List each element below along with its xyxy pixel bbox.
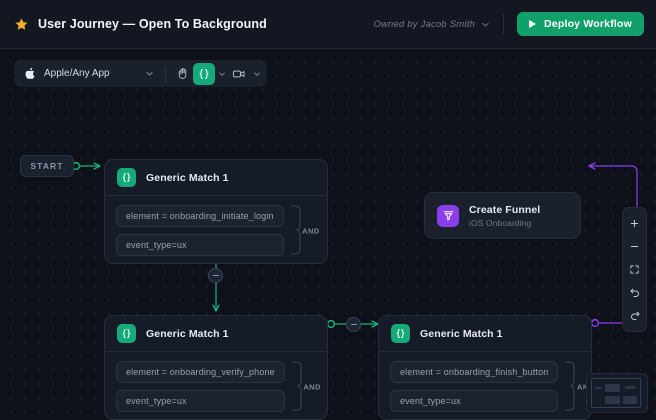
undo-button[interactable] <box>624 282 645 303</box>
minimap-node <box>605 396 620 404</box>
node-title: Generic Match 1 <box>146 327 229 340</box>
start-node-label: START <box>30 161 64 171</box>
port-node3-out <box>590 318 600 328</box>
hand-icon <box>178 68 186 79</box>
video-camera-icon <box>232 70 245 77</box>
node-title: Create Funnel <box>469 203 541 216</box>
operator-group: AND <box>564 361 591 412</box>
app-header: User Journey — Open To Background Owned … <box>0 0 656 49</box>
node-generic-match-2[interactable]: Generic Match 1 element = onboarding_ver… <box>104 315 328 420</box>
funnel-node-text: Create Funnel iOS Onboarding <box>469 204 540 228</box>
plus-icon <box>630 219 639 228</box>
and-brace-icon <box>290 205 301 255</box>
hand-tool-button[interactable] <box>171 63 193 85</box>
owner-label: Owned by Jacob Smith <box>373 18 476 30</box>
operator-label: AND <box>302 226 320 235</box>
deploy-workflow-button[interactable]: Deploy Workflow <box>517 12 644 36</box>
node-title: Generic Match 1 <box>420 327 503 340</box>
edge-collapse-button[interactable] <box>208 268 223 283</box>
minimap[interactable] <box>586 373 648 413</box>
video-tool-chevron[interactable] <box>250 63 263 85</box>
funnel-icon <box>437 204 459 227</box>
deploy-workflow-label: Deploy Workflow <box>544 18 632 30</box>
and-brace-icon <box>291 361 302 411</box>
minimap-node <box>605 384 620 392</box>
condition-pill[interactable]: element = onboarding_verify_phone <box>116 361 285 383</box>
header-divider <box>503 13 505 35</box>
curly-braces-icon <box>391 324 410 343</box>
condition-list: element = onboarding_initiate_login even… <box>116 205 284 256</box>
chevron-down-icon[interactable] <box>481 20 490 29</box>
header-right-group: Owned by Jacob Smith Deploy Workflow <box>373 12 644 36</box>
fit-to-screen-icon <box>630 265 639 274</box>
code-tool-chevron[interactable] <box>215 63 228 85</box>
node-title: Generic Match 1 <box>146 171 229 184</box>
minus-icon <box>630 246 639 247</box>
node-body: element = onboarding_finish_button event… <box>379 352 591 419</box>
chevron-down-icon <box>146 71 153 76</box>
and-brace-icon <box>565 361 576 411</box>
curly-braces-icon <box>117 324 136 343</box>
minimap-node <box>625 386 636 389</box>
star-icon[interactable] <box>14 17 29 32</box>
condition-pill[interactable]: element = onboarding_initiate_login <box>116 205 284 227</box>
node-body: element = onboarding_verify_phone event_… <box>105 352 327 419</box>
node-header: Generic Match 1 <box>105 160 327 196</box>
node-body: element = onboarding_initiate_login even… <box>105 196 327 263</box>
condition-pill[interactable]: event_type=ux <box>390 390 559 412</box>
edge-collapse-button[interactable] <box>346 317 361 332</box>
minus-icon <box>212 274 219 277</box>
redo-arrow-icon <box>630 311 639 320</box>
minimap-node <box>623 396 637 404</box>
curly-braces-icon <box>199 68 209 79</box>
app-selector-dropdown[interactable]: Apple/Any App <box>18 62 160 85</box>
canvas-toolbar: Apple/Any App <box>14 60 267 87</box>
chevron-down-icon <box>218 72 225 76</box>
chevron-down-icon <box>253 72 260 76</box>
video-tool-button[interactable] <box>228 63 250 85</box>
node-generic-match-1[interactable]: Generic Match 1 element = onboarding_ini… <box>104 159 328 264</box>
workflow-canvas[interactable]: Apple/Any App <box>0 49 656 420</box>
minimap-node <box>595 387 602 389</box>
curly-braces-icon <box>117 168 136 187</box>
apple-icon <box>25 67 35 80</box>
port-node2-out <box>326 319 336 329</box>
fit-to-screen-button[interactable] <box>624 259 645 280</box>
condition-list: element = onboarding_verify_phone event_… <box>116 361 285 412</box>
condition-pill[interactable]: element = onboarding_finish_button <box>390 361 559 383</box>
zoom-in-button[interactable] <box>624 213 645 234</box>
zoom-out-button[interactable] <box>624 236 645 257</box>
start-node[interactable]: START <box>20 155 74 177</box>
condition-pill[interactable]: event_type=ux <box>116 234 284 256</box>
play-icon <box>529 19 536 29</box>
node-create-funnel[interactable]: Create Funnel iOS Onboarding <box>424 192 581 239</box>
redo-button[interactable] <box>624 305 645 326</box>
condition-pill[interactable]: event_type=ux <box>116 390 285 412</box>
condition-list: element = onboarding_finish_button event… <box>390 361 559 412</box>
app-selector-label: Apple/Any App <box>44 68 110 79</box>
operator-group: AND <box>290 205 320 256</box>
page-title: User Journey — Open To Background <box>38 17 267 31</box>
undo-arrow-icon <box>630 288 639 297</box>
operator-group: AND <box>291 361 321 412</box>
operator-label: AND <box>577 382 591 391</box>
node-header: Generic Match 1 <box>105 316 327 352</box>
minimap-viewport <box>591 378 641 408</box>
node-header: Generic Match 1 <box>379 316 591 352</box>
operator-label: AND <box>303 382 321 391</box>
node-subtitle: iOS Onboarding <box>469 217 532 228</box>
toolbar-divider <box>165 65 166 82</box>
minus-icon <box>350 323 357 326</box>
code-tool-button[interactable] <box>193 62 215 85</box>
zoom-controls <box>622 207 647 332</box>
node-generic-match-3[interactable]: Generic Match 1 element = onboarding_fin… <box>378 315 592 420</box>
